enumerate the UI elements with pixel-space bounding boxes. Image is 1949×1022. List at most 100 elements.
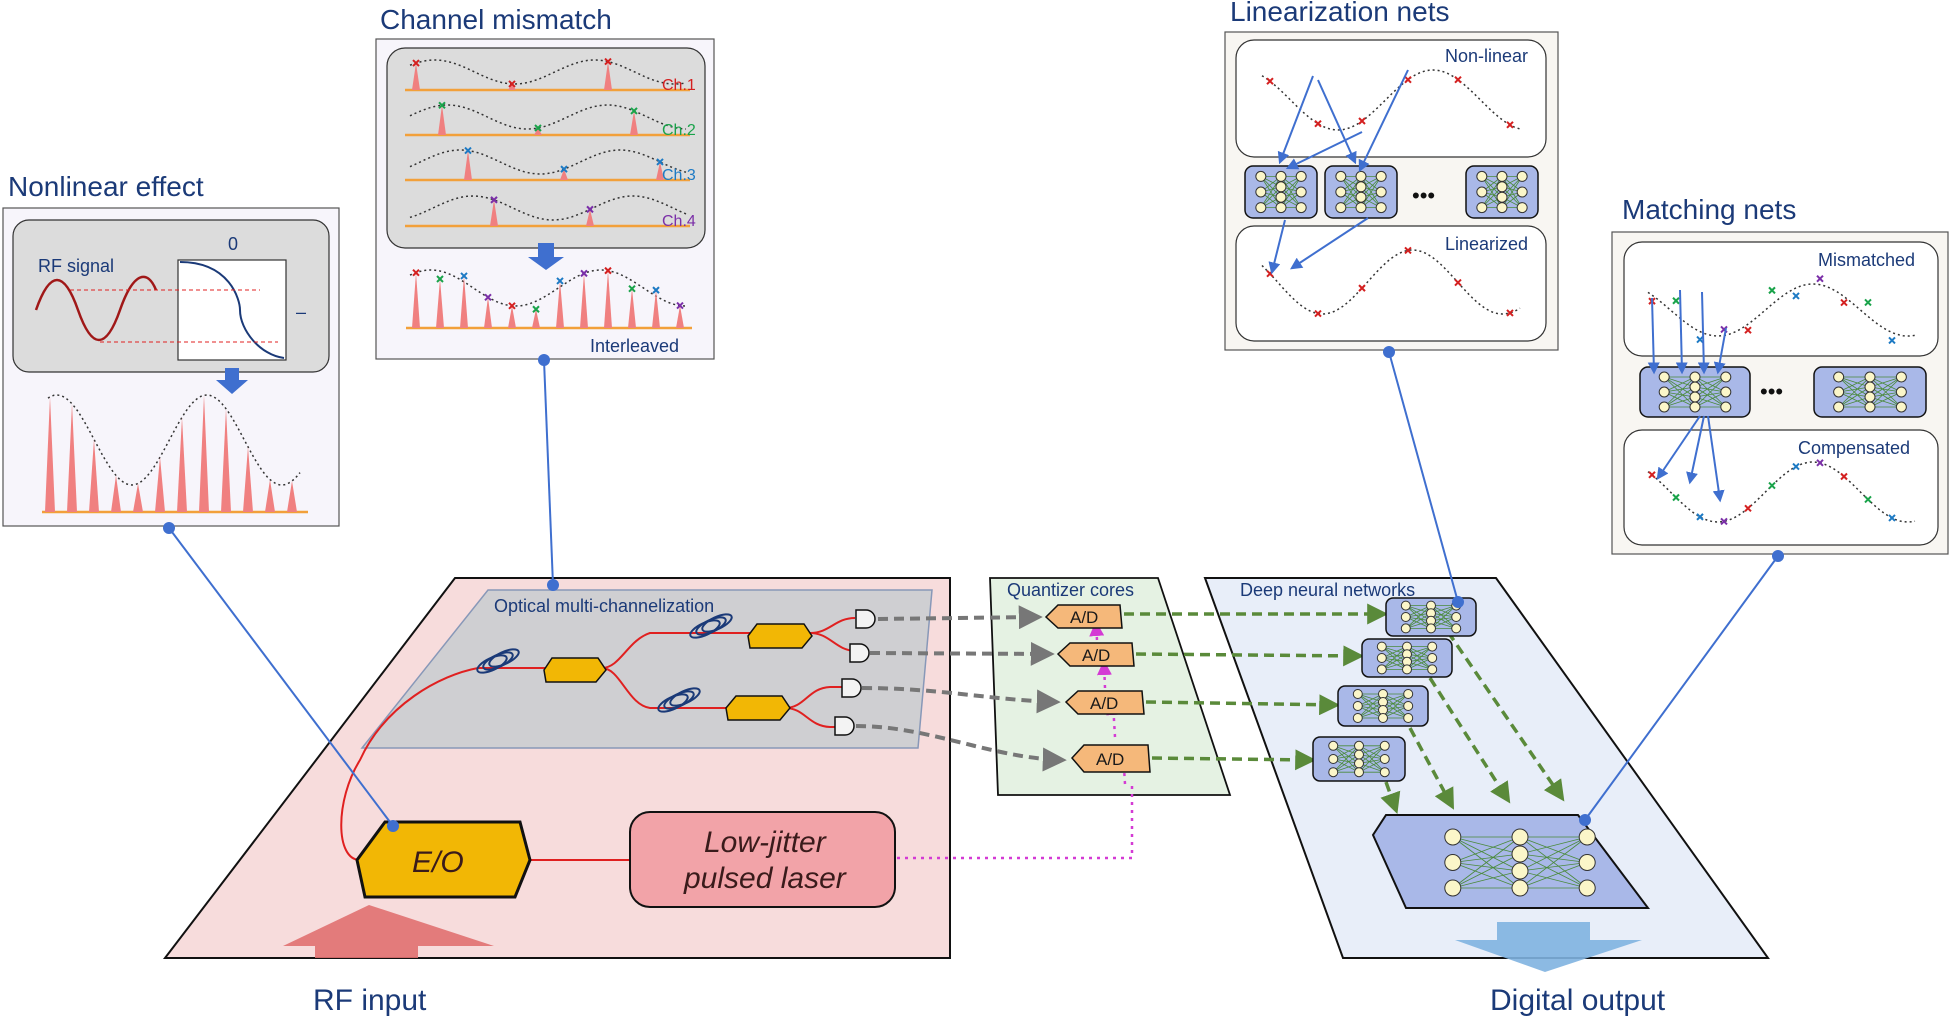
nn-node bbox=[1335, 186, 1347, 198]
photodetector bbox=[834, 609, 876, 736]
nn-edge bbox=[1358, 745, 1386, 773]
nn-node bbox=[1355, 170, 1367, 182]
nn-node bbox=[1895, 371, 1907, 383]
matching-nn-row bbox=[1639, 366, 1927, 418]
compensated-curve bbox=[1647, 461, 1916, 523]
channel-pulse bbox=[412, 63, 420, 90]
zero-label: 0 bbox=[228, 234, 238, 254]
interleaved-pulse bbox=[412, 272, 420, 328]
nn-edge bbox=[1663, 376, 1696, 408]
lin-mapping-arrow bbox=[1289, 217, 1369, 270]
pulse bbox=[111, 475, 121, 512]
nn-edge bbox=[1664, 391, 1696, 408]
nn-edge bbox=[1519, 836, 1588, 872]
nn-node bbox=[1720, 401, 1732, 413]
connector-dots bbox=[163, 346, 1784, 832]
nn-node bbox=[1255, 186, 1267, 198]
sample-marker bbox=[1672, 493, 1680, 502]
pulse bbox=[265, 479, 275, 512]
nn-node bbox=[1379, 767, 1390, 778]
nn-node bbox=[1275, 191, 1287, 203]
adc-label-3: A/D bbox=[1090, 694, 1118, 713]
nn-edge bbox=[1663, 376, 1696, 398]
mat-mapping-arrow bbox=[1656, 415, 1701, 480]
nonlinear-pulses bbox=[45, 394, 301, 512]
channel-pulse bbox=[508, 83, 516, 90]
sample-marker bbox=[580, 269, 588, 278]
nn-node bbox=[1444, 854, 1462, 871]
sample-marker bbox=[1840, 472, 1848, 481]
nn-node bbox=[1864, 401, 1876, 413]
nn-node bbox=[1496, 170, 1508, 182]
sample-marker bbox=[1404, 75, 1412, 84]
nn-node bbox=[1689, 391, 1701, 403]
sample-marker bbox=[1792, 462, 1800, 471]
pulsed-laser: Low-jitter pulsed laser bbox=[629, 811, 896, 908]
nn-edge bbox=[1452, 853, 1521, 889]
nn-edge bbox=[1430, 605, 1457, 629]
down-arrow-head bbox=[216, 380, 248, 394]
nn-node bbox=[1689, 381, 1701, 393]
laser-label-line2: pulsed laser bbox=[683, 862, 847, 895]
nn-node bbox=[1427, 653, 1438, 663]
interleaved-pulse bbox=[652, 290, 660, 328]
channel-pulse bbox=[560, 169, 568, 180]
nn-edge bbox=[1358, 745, 1385, 764]
channel-envelope bbox=[409, 104, 687, 130]
channel-pulse bbox=[656, 161, 664, 180]
optical-modulator bbox=[543, 623, 813, 721]
nn-node bbox=[1255, 202, 1267, 214]
nn-edge bbox=[1452, 853, 1521, 863]
down-arrow bbox=[225, 368, 239, 382]
nonlinear-curve bbox=[1261, 69, 1521, 131]
nn-node bbox=[1864, 381, 1876, 393]
interleaved-pulse bbox=[676, 305, 684, 328]
nn-node bbox=[1376, 653, 1387, 663]
channel-envelope bbox=[409, 195, 687, 221]
sample-marker bbox=[1768, 481, 1776, 490]
sample-marker bbox=[1792, 292, 1800, 300]
interleaved-pulse bbox=[460, 275, 468, 328]
nn-node bbox=[1689, 401, 1701, 413]
fiber-coil bbox=[476, 613, 733, 713]
quantizer-label: Quantizer cores bbox=[1007, 580, 1134, 600]
matching-title: Matching nets bbox=[1622, 194, 1796, 225]
nn-node bbox=[1328, 767, 1339, 778]
channel-envelope bbox=[409, 149, 687, 175]
sample-marker bbox=[1454, 75, 1462, 84]
panel-connectors bbox=[168, 351, 1779, 827]
nn-edge bbox=[1452, 836, 1521, 872]
nn-edge bbox=[1452, 836, 1521, 889]
nn-node bbox=[1833, 401, 1845, 413]
nonlinear-sub-label: Non-linear bbox=[1445, 46, 1528, 66]
nn-edge bbox=[1838, 391, 1871, 408]
nn-node bbox=[1335, 202, 1347, 214]
nn-node bbox=[1355, 191, 1367, 203]
envelope bbox=[47, 394, 301, 486]
nn-node bbox=[1451, 623, 1462, 634]
channel-pulse bbox=[604, 61, 612, 90]
interleaved-pulses bbox=[409, 266, 687, 328]
nn-node bbox=[1275, 170, 1287, 182]
channel-rows bbox=[405, 57, 690, 228]
nn-node bbox=[1378, 713, 1388, 723]
sample-marker bbox=[532, 305, 540, 313]
lin-mapping-arrow bbox=[1317, 79, 1357, 165]
sample-marker bbox=[1864, 298, 1872, 307]
channel-box bbox=[386, 47, 706, 249]
nn-node bbox=[1476, 170, 1488, 182]
rf-input-arrow bbox=[283, 905, 494, 958]
nn-edge bbox=[1358, 754, 1385, 773]
sample-marker bbox=[436, 275, 444, 283]
nn-node bbox=[1516, 202, 1528, 214]
pulse bbox=[133, 483, 143, 512]
sample-marker bbox=[604, 57, 612, 66]
dnn-platform bbox=[1203, 577, 1770, 959]
nn-node bbox=[1864, 371, 1876, 383]
interleaved-label: Interleaved bbox=[590, 336, 679, 356]
pulse bbox=[155, 457, 165, 512]
nn-nodes bbox=[1328, 600, 1462, 778]
nn-edge bbox=[1333, 745, 1360, 764]
nn-edge bbox=[1501, 176, 1523, 208]
